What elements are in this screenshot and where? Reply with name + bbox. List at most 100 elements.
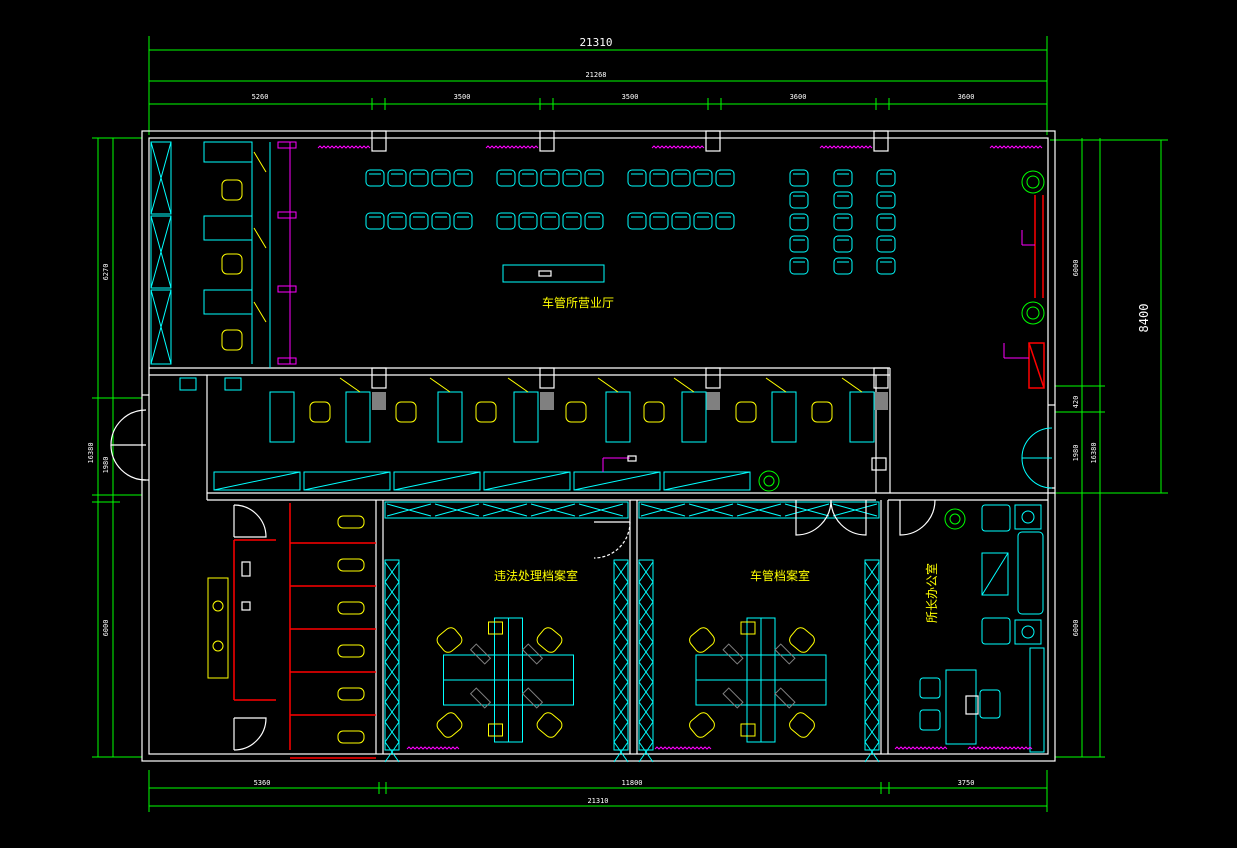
dim-top-seg-5: 3600 [958,93,975,101]
walls [141,130,1056,762]
dim-top-seg-3: 3500 [622,93,639,101]
archive-chair [536,627,563,653]
waiting-seat [715,169,735,187]
violation-archive-room [384,501,629,763]
counter-chair [811,401,833,423]
waiting-seat [649,212,669,230]
counter-monitor [597,377,619,393]
archive-stool [740,621,756,635]
counter-chair [565,401,587,423]
archive-monitor [469,687,492,709]
toilet-stalls [290,515,376,759]
archive-chair [789,712,815,738]
dim-left-seg-2: 1980 [102,457,110,474]
waiting-seat [540,212,560,230]
waiting-seat [431,169,451,187]
hall-right-fixtures [1003,170,1045,389]
corridor-cabinets [213,471,751,491]
toilet [337,644,365,658]
waiting-seat [540,169,560,187]
waiting-seat [833,257,853,275]
archive-doors [593,499,936,559]
counter-desk [771,391,797,443]
counter-chair [735,401,757,423]
dim-top-inner: 21268 [585,71,606,79]
archive-shelf-right [864,559,880,751]
archive-monitor [774,643,796,665]
dim-bottom-overall: 21310 [587,797,608,805]
archive-chair [436,712,463,738]
archive-shelf-right [613,559,629,751]
corridor-cabinet [393,471,481,491]
waiting-seat [584,212,604,230]
curtain [967,746,1033,750]
counter-chair [475,401,497,423]
archive-monitor [722,643,744,665]
counter-desk [849,391,875,443]
archive-stool [488,621,503,635]
waiting-seat [671,212,691,230]
window-curtains [317,145,1043,149]
waiting-seat [387,212,407,230]
curtain [654,746,712,750]
dim-right-seg-1: 6000 [1072,260,1080,277]
hall-label: 车管所营业厅 [542,295,614,310]
counter-desk [681,391,707,443]
waiting-seat [789,191,809,209]
waiting-seat [496,169,516,187]
archive-shelf-top [638,501,880,519]
dimension-lines [92,36,1168,812]
waiting-seat [627,169,647,187]
toilet [337,601,365,615]
curtain [819,145,873,149]
toilet [337,558,365,572]
toilet [337,687,365,701]
counter-chair [643,401,665,423]
dim-top-overall: 21310 [579,36,612,49]
exterior-doors [110,409,1053,489]
corridor-cabinet [573,471,661,491]
waiting-seat [365,212,385,230]
waiting-seat [584,169,604,187]
waiting-seat [833,191,853,209]
archive-monitor [469,643,492,665]
waiting-seat [518,212,538,230]
archive-monitor [774,687,796,709]
waiting-seat [789,169,809,187]
director-office-label: 所长办公室 [924,563,939,623]
waiting-seat [453,212,473,230]
archive-chair [789,627,815,653]
dim-right-lower: 6000 [1072,620,1080,637]
waiting-seat [833,169,853,187]
toilet [337,515,365,529]
dim-left-total-small: 16380 [87,442,95,463]
curtain [894,746,948,750]
waiting-seat [876,213,896,231]
archive-chair [436,627,463,653]
archive-chair [689,712,715,738]
waiting-seat [562,169,582,187]
corridor-cabinet [303,471,391,491]
waiting-seat [496,212,516,230]
waiting-hall-seating [365,169,896,275]
dim-right-total-small: 16380 [1090,442,1098,463]
waiting-seat [365,169,385,187]
archive-shelf-left [384,559,400,751]
waiting-seat [693,212,713,230]
bottom-curtains [406,746,1033,750]
dim-bottom-seg-3: 3750 [958,779,975,787]
dim-left-seg-1: 6270 [102,264,110,281]
director-office [919,504,1045,753]
waiting-seat [715,212,735,230]
counter-monitor [507,377,529,393]
archive-monitor [521,643,544,665]
archive-monitor [722,687,744,709]
archive-chair [536,712,563,738]
vehicle-archive-label: 车管档案室 [750,568,810,583]
curtain [406,746,460,750]
waiting-seat [693,169,713,187]
corridor-cabinet [483,471,571,491]
dim-right-overall: 8400 [1137,304,1151,333]
